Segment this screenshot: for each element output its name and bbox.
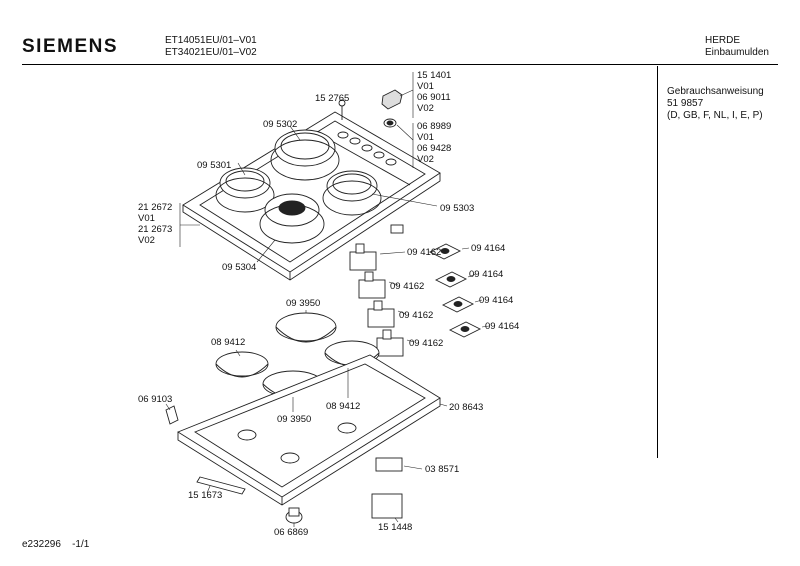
doc-number: 51 9857 xyxy=(667,98,704,109)
part-variant: V02 xyxy=(417,154,434,165)
part-label: 06 9103 xyxy=(138,394,173,405)
energy-regulators xyxy=(349,243,404,357)
page-indicator: -1/1 xyxy=(72,539,90,550)
part-label: 06 9428 xyxy=(417,143,452,154)
part-label: 09 4162 xyxy=(390,281,425,292)
part-label: 21 2672 xyxy=(138,202,173,213)
doc-title: Gebrauchsanweisung xyxy=(667,86,764,97)
part-label: 09 5302 xyxy=(263,119,298,130)
part-label: 08 9412 xyxy=(326,401,361,412)
category-line-1: HERDE xyxy=(705,35,741,46)
part-label: 09 4164 xyxy=(469,269,504,280)
part-label: 09 4162 xyxy=(407,247,442,258)
category: HERDE Einbaumulden xyxy=(705,35,769,59)
part-label-151401-group: 15 1401 V01 06 9011 V02 xyxy=(417,70,451,114)
part-label: 09 5303 xyxy=(440,203,475,214)
model-number-1: ET14051EU/01–V01 xyxy=(165,35,257,46)
leader-lines-upper xyxy=(179,72,438,263)
brand-logo: SIEMENS xyxy=(22,36,119,57)
category-line-2: Einbaumulden xyxy=(705,47,769,58)
part-label: 03 8571 xyxy=(425,464,460,475)
part-label: 06 9011 xyxy=(417,92,451,103)
footer: e232296 -1/1 xyxy=(22,539,89,550)
part-label: 09 3950 xyxy=(286,298,321,309)
switch-plates xyxy=(428,243,482,338)
part-label: 06 6869 xyxy=(274,527,309,538)
model-number-2: ET34021EU/01–V02 xyxy=(165,47,257,58)
part-variant: V01 xyxy=(417,132,434,143)
part-label: 09 4162 xyxy=(409,338,444,349)
doc-languages: (D, GB, F, NL, I, E, P) xyxy=(667,110,763,121)
part-label: 15 1673 xyxy=(188,490,223,501)
leader-lines-lower xyxy=(165,247,490,527)
burner-large-rear xyxy=(270,129,340,181)
part-label: 20 8643 xyxy=(449,402,484,413)
part-label: 15 2765 xyxy=(315,93,350,104)
part-label: 09 5304 xyxy=(222,262,257,273)
small-parts xyxy=(165,224,404,524)
part-label-068989-group: 06 8989 V01 06 9428 V02 xyxy=(417,121,451,165)
bottom-tray xyxy=(177,354,441,506)
part-variant: V02 xyxy=(138,235,155,246)
part-label: 21 2673 xyxy=(138,224,173,235)
part-label: 09 4164 xyxy=(479,295,514,306)
part-variant: V02 xyxy=(417,103,434,114)
burner-right xyxy=(322,170,382,216)
part-label: 06 8989 xyxy=(417,121,452,132)
part-label-212672-group: 21 2672 V01 21 2673 V02 xyxy=(138,202,172,246)
control-slots xyxy=(337,131,397,166)
part-variant: V01 xyxy=(138,213,155,224)
part-label: 09 4164 xyxy=(485,321,520,332)
control-knob xyxy=(381,89,403,128)
drawing-id: e232296 xyxy=(22,539,61,550)
part-label: 08 9412 xyxy=(211,337,246,348)
header-divider xyxy=(22,64,778,65)
side-divider xyxy=(657,66,658,458)
part-label: 09 4162 xyxy=(399,310,434,321)
part-variant: V01 xyxy=(417,81,434,92)
part-label: 09 3950 xyxy=(277,414,312,425)
spark-plug xyxy=(338,99,346,120)
burner-left xyxy=(215,167,275,213)
burner-front xyxy=(259,193,325,244)
part-label: 09 4164 xyxy=(471,243,506,254)
part-label: 09 5301 xyxy=(197,160,232,171)
part-label: 15 1448 xyxy=(378,522,413,533)
model-numbers: ET14051EU/01–V01 ET34021EU/01–V02 xyxy=(165,35,257,59)
documentation-box: Gebrauchsanweisung 51 9857 (D, GB, F, NL… xyxy=(667,86,764,122)
part-label: 15 1401 xyxy=(417,70,452,81)
